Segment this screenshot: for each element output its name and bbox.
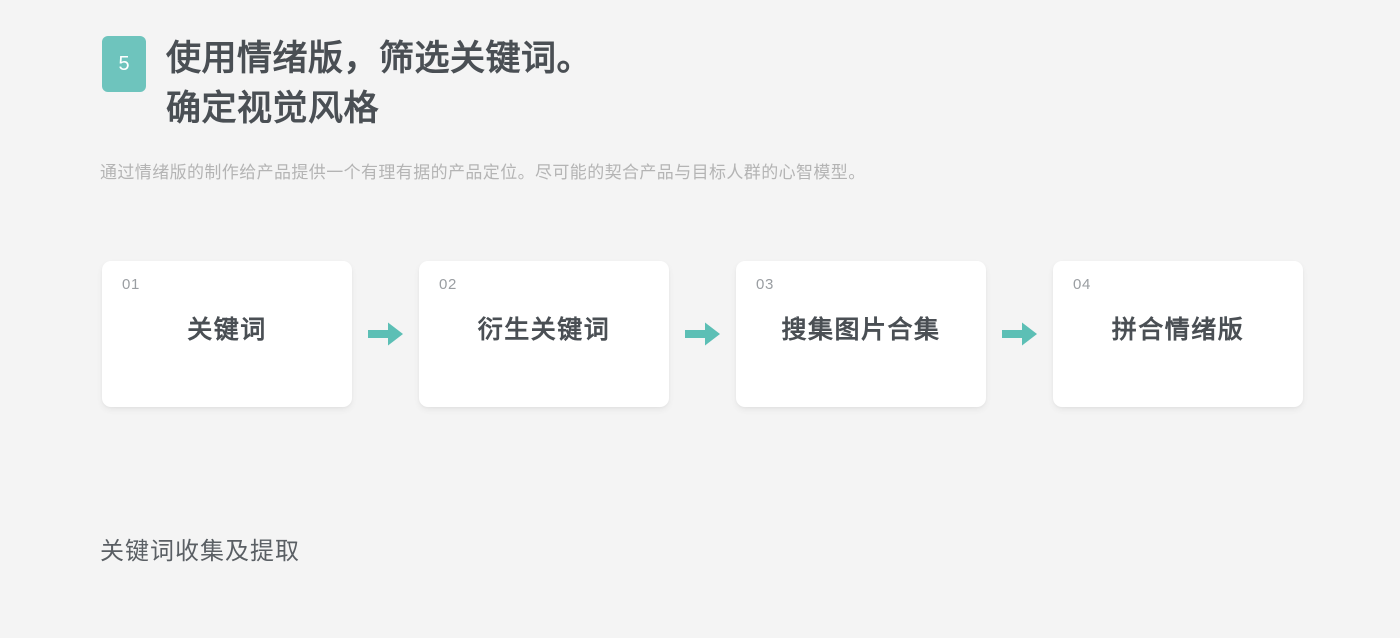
flow-step-card: 02 衍生关键词 xyxy=(419,261,669,407)
flow-step-label: 衍生关键词 xyxy=(477,316,611,344)
arrow-right-icon xyxy=(986,321,1053,347)
page-title-line-1: 使用情绪版，筛选关键词。 xyxy=(166,39,593,78)
arrow-right-icon xyxy=(352,321,419,347)
flow-step-number: 04 xyxy=(1073,276,1091,293)
flow-step-number: 03 xyxy=(756,276,774,293)
flow-step-card: 01 关键词 xyxy=(102,261,352,407)
flow-step-label: 搜集图片合集 xyxy=(781,316,941,344)
page-title-line-2: 确定视觉风格 xyxy=(166,89,380,128)
page-subtitle: 通过情绪版的制作给产品提供一个有理有据的产品定位。尽可能的契合产品与目标人群的心… xyxy=(100,163,866,182)
flow-step-label: 关键词 xyxy=(187,316,267,344)
flow-step-number: 02 xyxy=(439,276,457,293)
page-title: 使用情绪版，筛选关键词。 确定视觉风格 xyxy=(166,34,592,134)
section-heading: 关键词收集及提取 xyxy=(100,538,300,565)
page-header: 5 使用情绪版，筛选关键词。 确定视觉风格 xyxy=(102,34,592,134)
flow-step-number: 01 xyxy=(122,276,140,293)
step-number-badge: 5 xyxy=(102,36,146,92)
flow-step-card: 03 搜集图片合集 xyxy=(736,261,986,407)
arrow-right-icon xyxy=(669,321,736,347)
process-flow: 01 关键词 02 衍生关键词 03 搜集图片合集 04 拼合情绪版 xyxy=(102,261,1303,407)
flow-step-card: 04 拼合情绪版 xyxy=(1053,261,1303,407)
flow-step-label: 拼合情绪版 xyxy=(1111,316,1245,344)
